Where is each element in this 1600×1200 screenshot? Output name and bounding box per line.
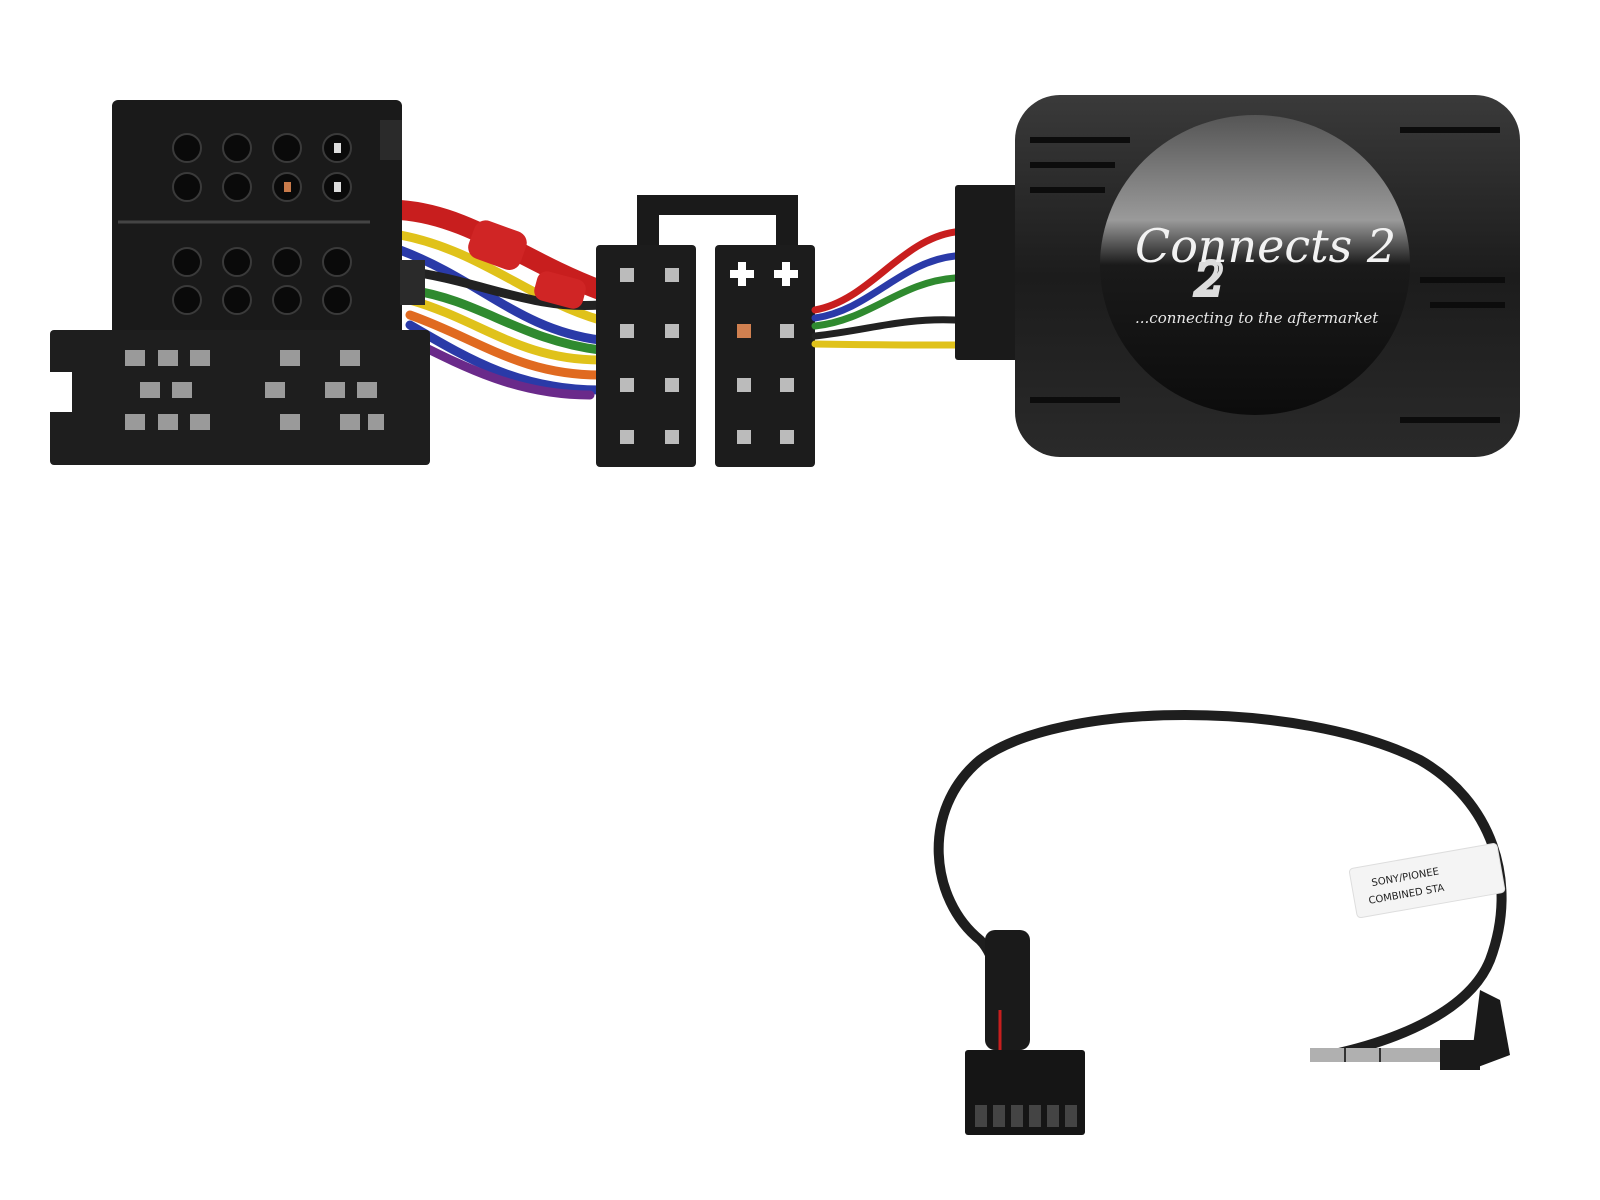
jack-plug	[1310, 1048, 1440, 1062]
patch-lead: SONY/PIONEE COMBINED STA	[933, 710, 1510, 1135]
module-tagline: ...connecting to the aftermarket	[1135, 309, 1379, 327]
plus-marks	[730, 262, 798, 286]
svg-text:2: 2	[1194, 252, 1224, 306]
cable-label: SONY/PIONEE COMBINED STA	[1348, 843, 1506, 919]
interface-module: 2 Connects 2 ...connecting to the afterm…	[955, 95, 1520, 457]
svg-text:Connects 2: Connects 2	[1135, 219, 1396, 273]
iso-connector-radio	[596, 195, 815, 467]
wire-bundle-left	[390, 200, 610, 400]
brand-logo: 2 Connects 2	[1135, 219, 1396, 308]
wire-bundle-right	[811, 228, 959, 349]
iso-connector-vehicle	[50, 100, 430, 465]
